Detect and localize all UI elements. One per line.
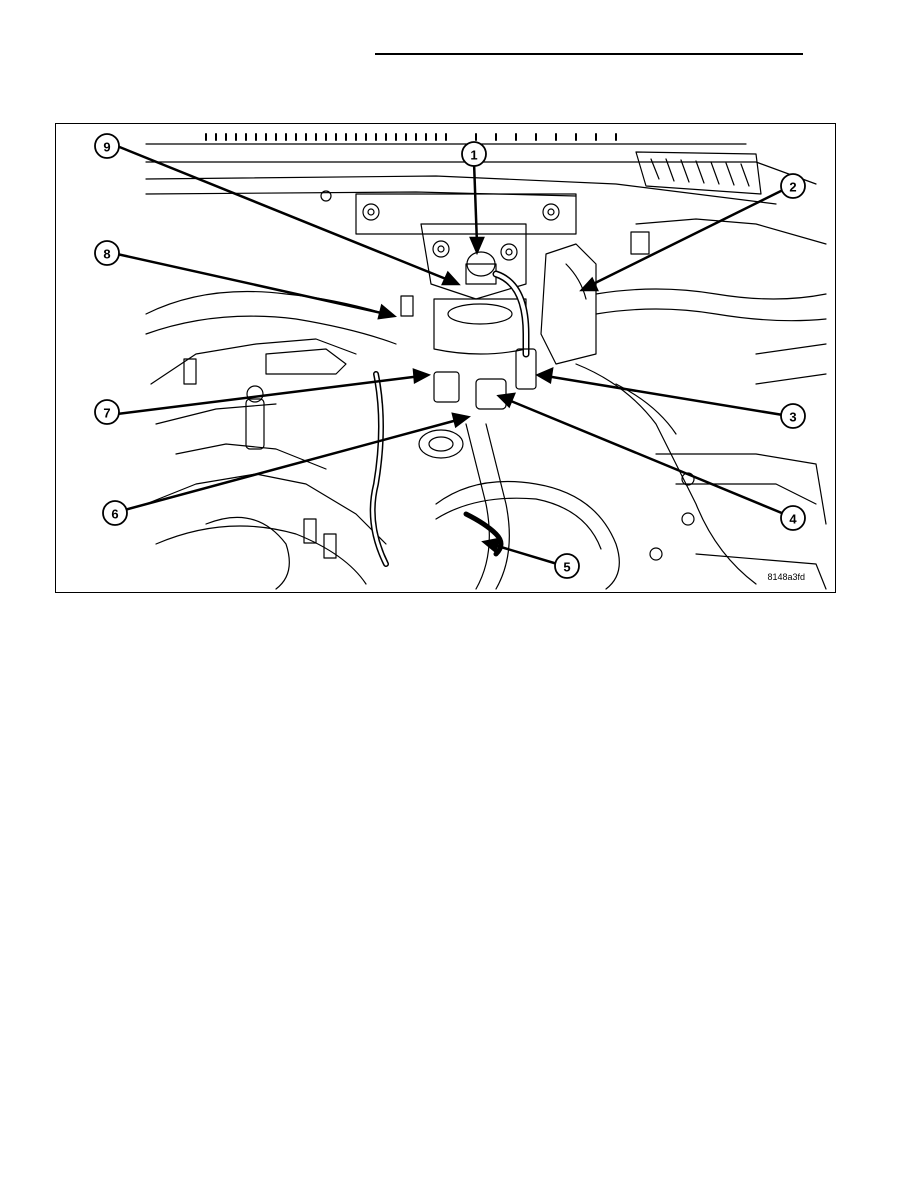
callout-6-label: 6 [111,507,118,522]
callout-5-circle [554,553,580,579]
callout-3-label: 3 [789,410,796,425]
callout-6-circle [102,500,128,526]
callout-2-label: 2 [789,180,796,195]
callout-8-circle [94,240,120,266]
callout-1-label: 1 [470,148,477,163]
callout-8-label: 8 [103,247,110,262]
engine-illustration: 1 2 3 4 5 6 7 8 9 [94,133,827,590]
callout-2-circle [780,173,806,199]
callout-7-label: 7 [103,406,110,421]
figure-id: 8148a3fd [767,572,805,582]
callout-9-circle [94,133,120,159]
callout-9-label: 9 [103,140,110,155]
header-rule [375,53,803,55]
figure-frame: 1 2 3 4 5 6 7 8 9 8148a3fd [55,123,836,593]
callout-4-label: 4 [789,512,797,527]
callout-5-label: 5 [563,560,570,575]
callout-1-circle [461,141,487,167]
callout-7-circle [94,399,120,425]
callout-4-circle [780,505,806,531]
callout-3-circle [780,403,806,429]
